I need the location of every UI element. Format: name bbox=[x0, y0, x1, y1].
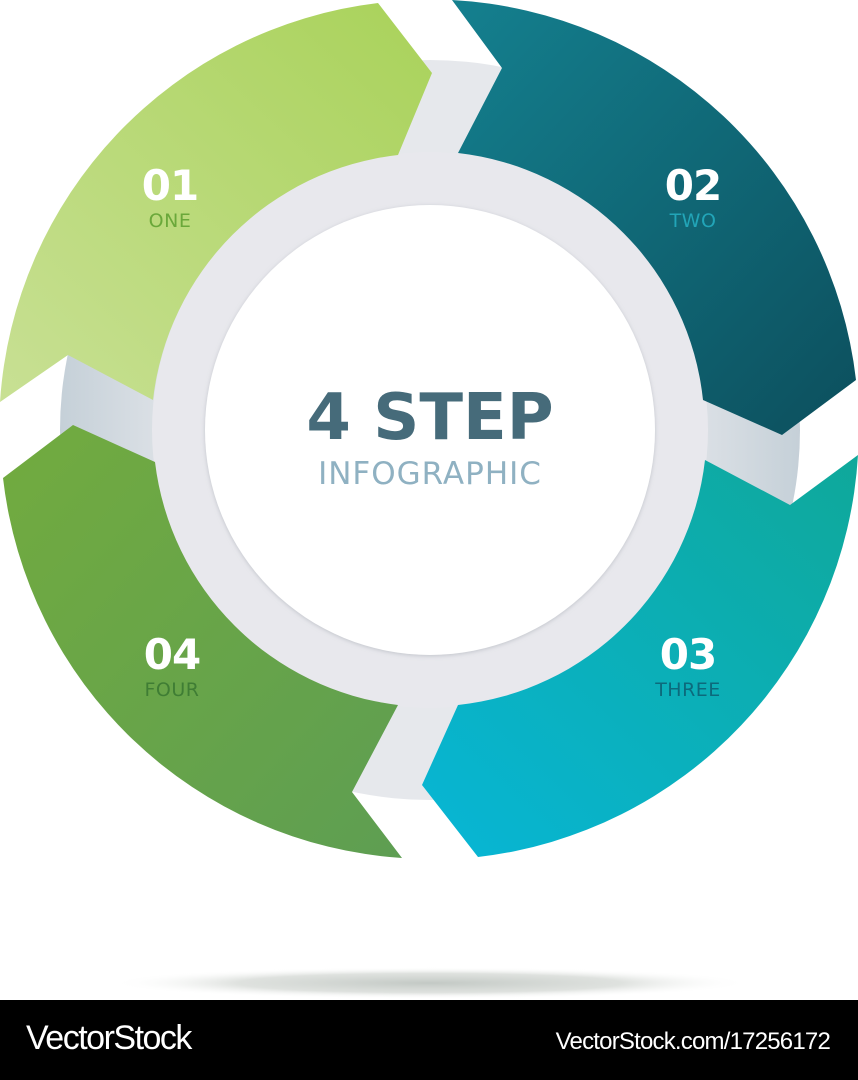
step-4-number: 04 bbox=[143, 630, 201, 679]
four-step-infographic: 01 ONE 02 TWO 03 THREE 04 FOUR 4 STEP IN… bbox=[0, 0, 858, 999]
step-4-name: FOUR bbox=[144, 679, 200, 701]
ground-shadow bbox=[110, 967, 750, 999]
center-title: 4 STEP bbox=[306, 381, 554, 455]
step-3-number: 03 bbox=[659, 630, 717, 679]
watermark-footer: VectorStock VectorStock.com/17256172 bbox=[0, 1000, 858, 1080]
cycle-diagram bbox=[0, 0, 858, 999]
step-1-label: 01 ONE bbox=[100, 163, 240, 233]
step-2-arrow bbox=[452, 0, 856, 435]
step-3-label: 03 THREE bbox=[618, 632, 758, 702]
step-3-arrow bbox=[422, 455, 858, 857]
step-4-label: 04 FOUR bbox=[102, 632, 242, 702]
step-2-label: 02 TWO bbox=[623, 163, 763, 233]
step-1-name: ONE bbox=[148, 210, 192, 232]
step-2-name: TWO bbox=[669, 210, 717, 232]
step-4-arrow bbox=[3, 425, 402, 858]
step-1-number: 01 bbox=[141, 161, 199, 210]
step-1-arrow bbox=[0, 3, 432, 402]
step-3-name: THREE bbox=[655, 679, 721, 701]
center-subtitle: INFOGRAPHIC bbox=[318, 456, 542, 492]
footer-brand: VectorStock bbox=[26, 1019, 192, 1057]
center-circle bbox=[205, 205, 655, 655]
footer-url: VectorStock.com/17256172 bbox=[555, 1028, 831, 1055]
step-2-number: 02 bbox=[664, 161, 722, 210]
